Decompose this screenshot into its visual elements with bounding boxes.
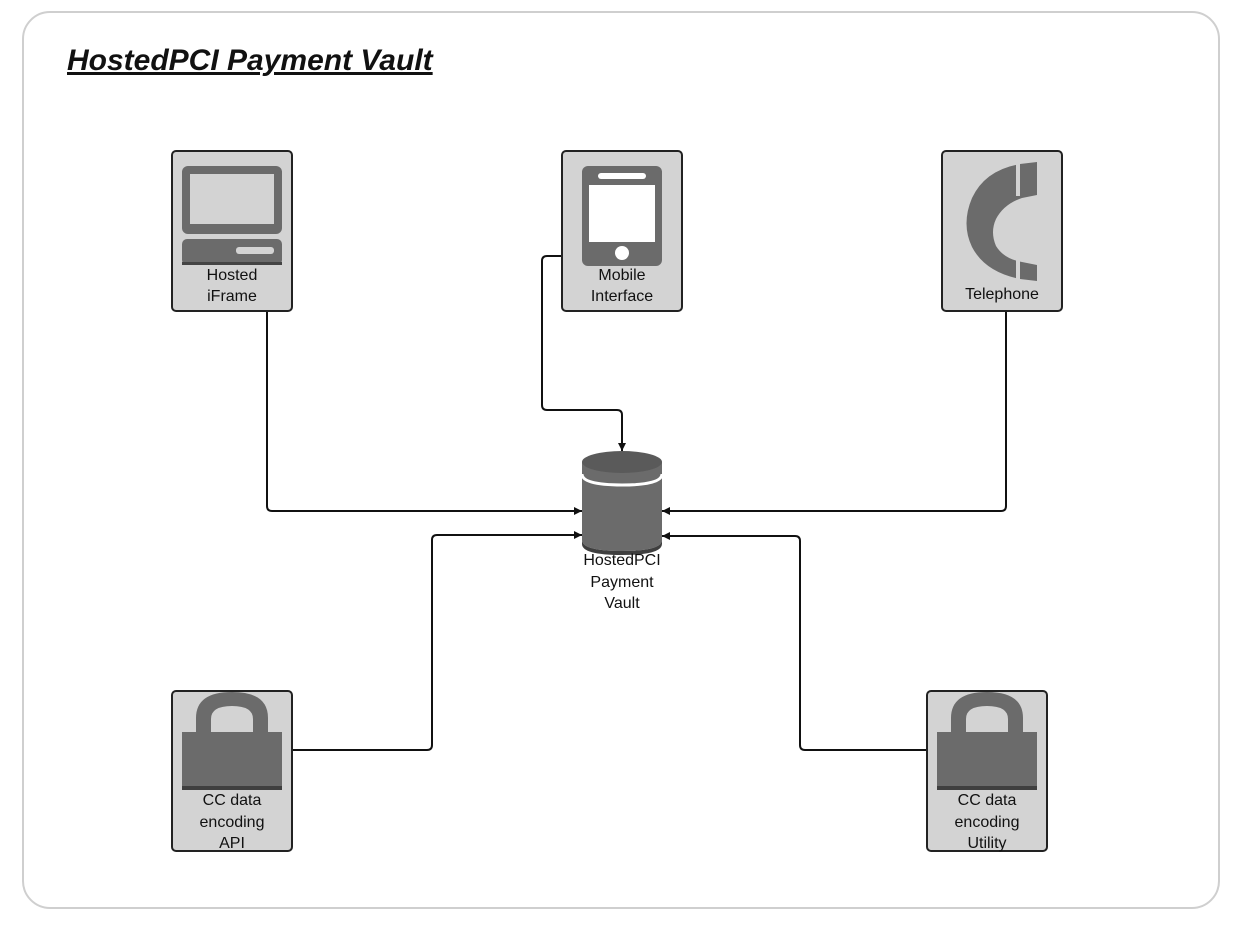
node-iframe-label-2: iFrame: [207, 288, 257, 305]
diagram-title: HostedPCI Payment Vault: [67, 44, 433, 77]
node-api-label-2: encoding: [200, 814, 265, 831]
connectors: [266, 255, 1007, 751]
node-mobile-label-2: Interface: [591, 288, 653, 305]
edge-iframe-vault: [266, 262, 582, 515]
node-utility-label-3: Utility: [967, 835, 1006, 852]
database-icon: [580, 451, 664, 555]
node-mobile[interactable]: Mobile Interface: [561, 150, 683, 312]
node-telephone-label: Telephone: [965, 286, 1039, 303]
edge-utility-vault: [662, 532, 937, 751]
node-api[interactable]: CC data encoding API: [171, 690, 293, 852]
padlock-icon: [182, 692, 282, 790]
computer-icon: [182, 166, 282, 265]
node-vault[interactable]: HostedPCI Payment Vault: [580, 451, 664, 612]
node-utility-label-2: encoding: [955, 814, 1020, 831]
telephone-handset-icon: [966, 162, 1037, 281]
node-iframe[interactable]: Hosted iFrame: [171, 150, 293, 312]
node-api-label-3: API: [219, 835, 245, 852]
mobile-phone-icon: [582, 166, 662, 266]
node-api-label-1: CC data: [203, 792, 262, 809]
node-telephone[interactable]: Telephone: [941, 150, 1063, 312]
edge-api-vault: [282, 531, 582, 751]
node-iframe-label-1: Hosted: [207, 267, 258, 284]
node-vault-label-1: HostedPCI: [583, 552, 660, 569]
padlock-icon: [937, 692, 1037, 790]
edge-mobile-vault: [541, 255, 626, 451]
node-utility[interactable]: CC data encoding Utility: [926, 690, 1048, 852]
node-mobile-label-1: Mobile: [598, 267, 645, 284]
node-utility-label-1: CC data: [958, 792, 1017, 809]
edge-telephone-vault: [662, 311, 1007, 515]
node-vault-label-2: Payment: [590, 574, 654, 591]
node-vault-label-3: Vault: [604, 595, 640, 612]
